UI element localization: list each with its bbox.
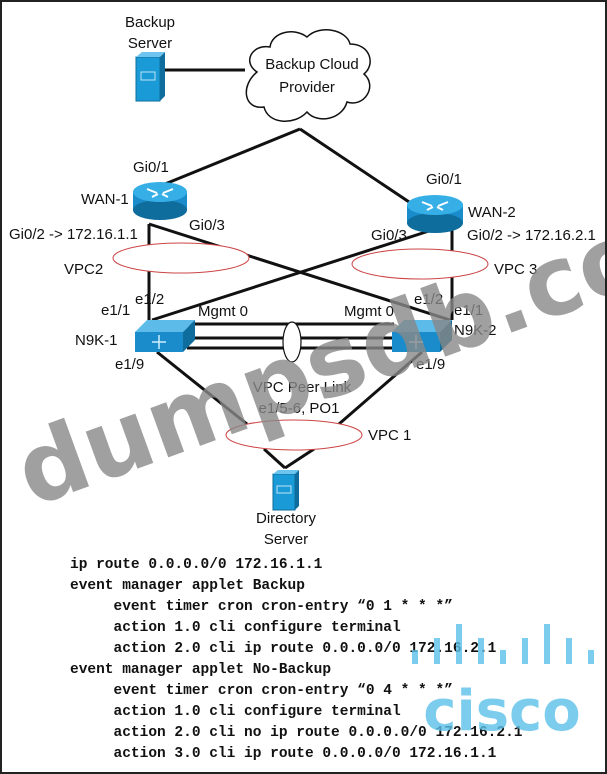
config-line: action 3.0 cli ip route 0.0.0.0/0 172.16… bbox=[70, 746, 497, 762]
wan1-gi02-label: Gi0/2 -> 172.16.1.1 bbox=[9, 226, 138, 243]
n9k2-mgmt-label: Mgmt 0 bbox=[344, 303, 394, 320]
cloud-label: Backup Cloud bbox=[265, 56, 358, 73]
switch-icon bbox=[392, 320, 452, 352]
vpc1-ellipse bbox=[225, 419, 363, 451]
link-vpc1-dir-b bbox=[284, 447, 315, 470]
config-line: action 2.0 cli ip route 0.0.0.0/0 172.16… bbox=[70, 641, 497, 657]
wan1-gi03-label: Gi0/3 bbox=[189, 217, 225, 234]
config-line: event timer cron cron-entry “0 1 * * *” bbox=[70, 599, 453, 615]
cloud-label: Provider bbox=[279, 79, 335, 96]
directory-server-label: Server bbox=[264, 531, 308, 548]
n9k1-mgmt-label: Mgmt 0 bbox=[198, 303, 248, 320]
wan1-gi01-label: Gi0/1 bbox=[133, 159, 169, 176]
link-cloud-wan2 bbox=[299, 127, 428, 216]
vpc3-ellipse bbox=[351, 248, 489, 280]
cloud-icon bbox=[245, 29, 371, 122]
n9k2-e11-label: e1/1 bbox=[454, 302, 483, 319]
vpc2-label: VPC2 bbox=[64, 261, 103, 278]
cisco-logo bbox=[412, 624, 594, 664]
vpc3-label: VPC 3 bbox=[494, 261, 537, 278]
wan2-label: WAN-2 bbox=[468, 204, 516, 221]
config-line: action 1.0 cli configure terminal bbox=[70, 620, 401, 636]
n9k1-e19-label: e1/9 bbox=[115, 356, 144, 373]
server-icon bbox=[135, 52, 165, 102]
n9k2-e19-label: e1/9 bbox=[416, 356, 445, 373]
link-n9k2-vpc1 bbox=[338, 350, 423, 426]
config-line: action 2.0 cli no ip route 0.0.0.0/0 172… bbox=[70, 725, 523, 741]
config-line: action 1.0 cli configure terminal bbox=[70, 704, 401, 720]
n9k2-e12-label: e1/2 bbox=[414, 291, 443, 308]
link-n9k1-vpc1 bbox=[156, 350, 248, 426]
wan1-label: WAN-1 bbox=[81, 191, 129, 208]
directory-server-label: Directory bbox=[256, 510, 317, 527]
config-line: event manager applet Backup bbox=[70, 578, 305, 594]
peer-link-label: VPC Peer Link bbox=[253, 379, 352, 396]
router-icon bbox=[133, 182, 187, 220]
wan2-gi02-label: Gi0/2 -> 172.16.2.1 bbox=[467, 227, 596, 244]
n9k1-label: N9K-1 bbox=[75, 332, 118, 349]
config-line: ip route 0.0.0.0/0 172.16.1.1 bbox=[70, 557, 323, 573]
server-icon bbox=[272, 470, 299, 511]
vpc1-label: VPC 1 bbox=[368, 427, 411, 444]
peer-link-interfaces-label: e1/5-6, PO1 bbox=[259, 400, 340, 417]
wan2-gi03-label: Gi0/3 bbox=[371, 227, 407, 244]
backup-server-label: Backup bbox=[125, 14, 175, 31]
vpc2-ellipse bbox=[112, 242, 250, 274]
config-line: event timer cron cron-entry “0 4 * * *” bbox=[70, 683, 453, 699]
switch-icon bbox=[135, 320, 195, 352]
n9k1-e11-label: e1/1 bbox=[101, 302, 130, 319]
n9k2-label: N9K-2 bbox=[454, 322, 497, 339]
cisco-logo-text: cisco bbox=[423, 679, 580, 744]
config-block: ip route 0.0.0.0/0 172.16.1.1 event mana… bbox=[70, 557, 523, 762]
link-cloud-wan1 bbox=[164, 127, 301, 186]
link-vpc1-dir-a bbox=[262, 447, 287, 470]
backup-server-label: Server bbox=[128, 35, 172, 52]
peer-link-ellipse bbox=[282, 321, 302, 363]
config-line: event manager applet No-Backup bbox=[70, 662, 331, 678]
router-icon bbox=[407, 195, 463, 233]
n9k1-e12-label: e1/2 bbox=[135, 291, 164, 308]
link-wan2-n9k1 bbox=[151, 228, 433, 322]
wan2-gi01-label: Gi0/1 bbox=[426, 171, 462, 188]
